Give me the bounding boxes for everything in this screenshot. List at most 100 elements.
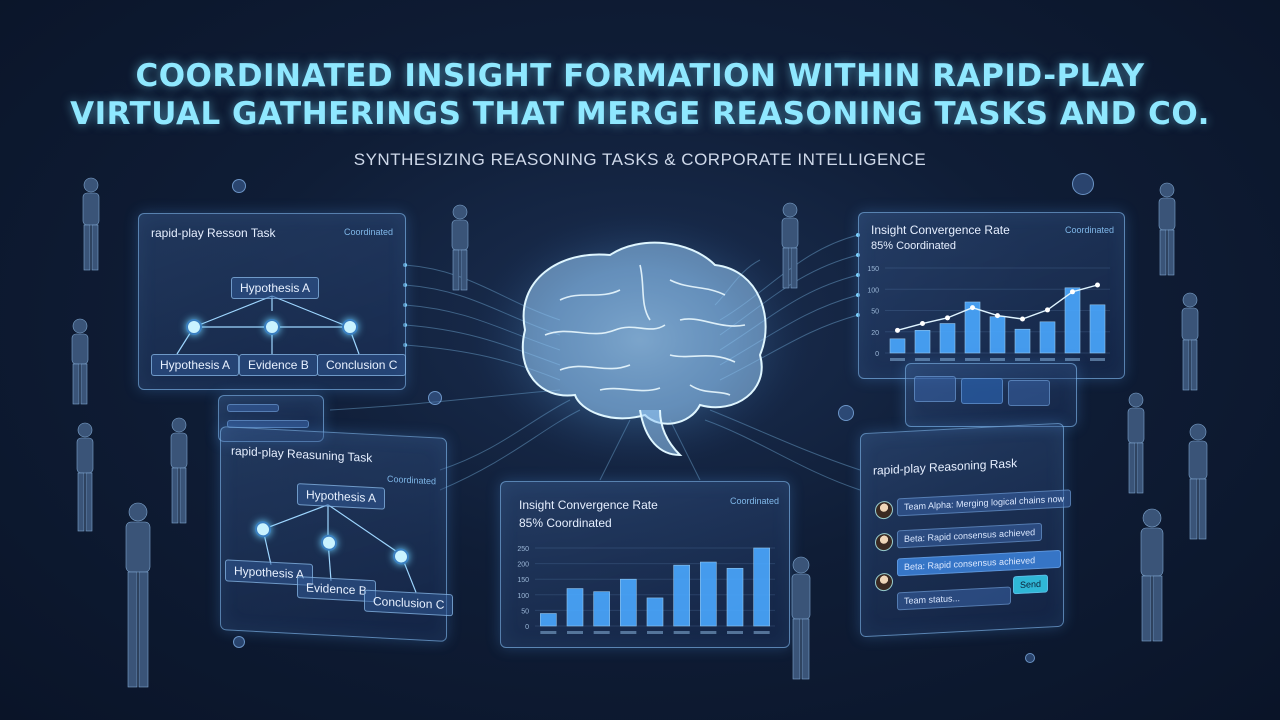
tree-node-dot (264, 319, 280, 335)
y-tick-label: 100 (517, 593, 529, 600)
control-tile[interactable] (914, 376, 956, 402)
x-tick-label (647, 631, 663, 634)
panel-subtitle: 85% Coordinated (519, 516, 612, 530)
x-tick-label (965, 358, 980, 361)
y-tick-label: 100 (867, 287, 879, 294)
x-tick-label (700, 631, 717, 634)
x-tick-label (940, 358, 955, 361)
trend-point (895, 327, 900, 333)
y-tick-label: 0 (875, 351, 879, 358)
control-tile[interactable] (961, 378, 1003, 404)
person-icon (1158, 182, 1176, 276)
x-tick-label (1090, 358, 1105, 361)
x-tick-label (915, 358, 930, 361)
control-strip (905, 363, 1077, 427)
y-tick-label: 150 (517, 577, 529, 584)
tree-root-node[interactable]: Hypothesis A (231, 277, 320, 299)
x-tick-label (990, 358, 1005, 361)
y-tick-label: 20 (871, 330, 879, 337)
decor-dot (1072, 173, 1094, 195)
y-tick-label: 250 (517, 546, 529, 553)
trend-point (995, 313, 1000, 319)
panel-tag: Coordinated (1064, 225, 1114, 235)
y-tick-label: 200 (517, 562, 529, 569)
tree-node-evidence[interactable]: Evidence B (239, 354, 318, 376)
person-icon (1181, 292, 1199, 391)
card-line (227, 420, 309, 428)
bar (593, 591, 610, 627)
panel-title: Insight Convergence Rate (519, 498, 658, 512)
person-icon (791, 556, 811, 680)
bar (753, 547, 770, 627)
decor-dot (233, 636, 245, 648)
title-line-2: VIRTUAL GATHERINGS THAT MERGE REASONING … (70, 96, 1210, 132)
bar (1064, 287, 1081, 354)
trend-point (945, 315, 950, 321)
bar (1014, 328, 1031, 354)
bar (1039, 321, 1056, 354)
tree-node-hypothesis[interactable]: Hypothesis A (151, 354, 240, 376)
panel-tag: Coordinated (729, 496, 779, 506)
person-icon (781, 202, 799, 289)
x-tick-label (567, 631, 583, 634)
trend-point (1095, 282, 1100, 288)
tree-node-dot (342, 319, 358, 335)
x-tick-label (540, 631, 557, 634)
page-subtitle: SYNTHESIZING REASONING TASKS & CORPORATE… (353, 150, 927, 169)
trend-point (1020, 316, 1025, 322)
x-tick-label (727, 631, 743, 634)
reasoning-task-panel-bottom[interactable]: rapid-play Reasuning Task Coordinated Hy… (220, 426, 454, 642)
x-tick-label (593, 631, 610, 634)
panel-title: rapid-play Resson Task (151, 226, 276, 240)
decor-dot (1025, 653, 1035, 663)
panel-tag: Coordinated (343, 227, 393, 237)
card-line (227, 404, 279, 412)
title-line-1: COORDINATED INSIGHT FORMATION WITHIN RAP… (135, 58, 1145, 94)
person-icon (82, 177, 100, 271)
convergence-chart-bottom: 250 200 150 100 50 0 (517, 546, 775, 634)
bar (1089, 304, 1106, 354)
insight-rate-panel-bottom[interactable]: Insight Convergence Rate 85% Coordinated… (500, 481, 790, 648)
bar (673, 564, 690, 627)
bar (726, 567, 744, 627)
bar (566, 588, 584, 627)
bar (700, 561, 717, 627)
x-tick-label (890, 358, 905, 361)
bar (620, 578, 637, 627)
insight-rate-panel-top[interactable]: Insight Convergence Rate 85% Coordinated… (858, 212, 1125, 379)
decor-dot (428, 391, 442, 405)
bar (646, 597, 664, 627)
reasoning-task-panel-top[interactable]: rapid-play Resson Task Coordinated Hypot… (138, 213, 407, 390)
tree-node-conclusion[interactable]: Conclusion C (317, 354, 407, 376)
x-tick-label (620, 631, 637, 634)
x-tick-label (673, 631, 690, 634)
trend-point (1070, 289, 1075, 295)
person-icon (76, 422, 94, 532)
person-icon (451, 204, 469, 291)
trend-point (970, 305, 975, 311)
y-tick-label: 50 (871, 309, 879, 316)
bar (964, 301, 981, 354)
trend-point (1045, 307, 1050, 313)
person-icon (1127, 392, 1145, 494)
person-icon (1188, 423, 1208, 540)
bar (540, 613, 557, 627)
bar (939, 323, 956, 354)
y-tick-label: 50 (521, 608, 529, 615)
y-tick-label: 0 (525, 624, 529, 631)
x-tick-label (1015, 358, 1030, 361)
decor-dot (838, 405, 854, 421)
control-tile[interactable] (1008, 380, 1050, 406)
person-icon (71, 318, 89, 405)
person-icon (1140, 508, 1164, 642)
bar (914, 330, 931, 354)
decor-dot (232, 179, 246, 193)
trend-point (920, 321, 925, 327)
tree-node-dot (186, 319, 202, 335)
person-icon (125, 502, 151, 688)
x-tick-label (1065, 358, 1080, 361)
x-tick-label (1040, 358, 1055, 361)
